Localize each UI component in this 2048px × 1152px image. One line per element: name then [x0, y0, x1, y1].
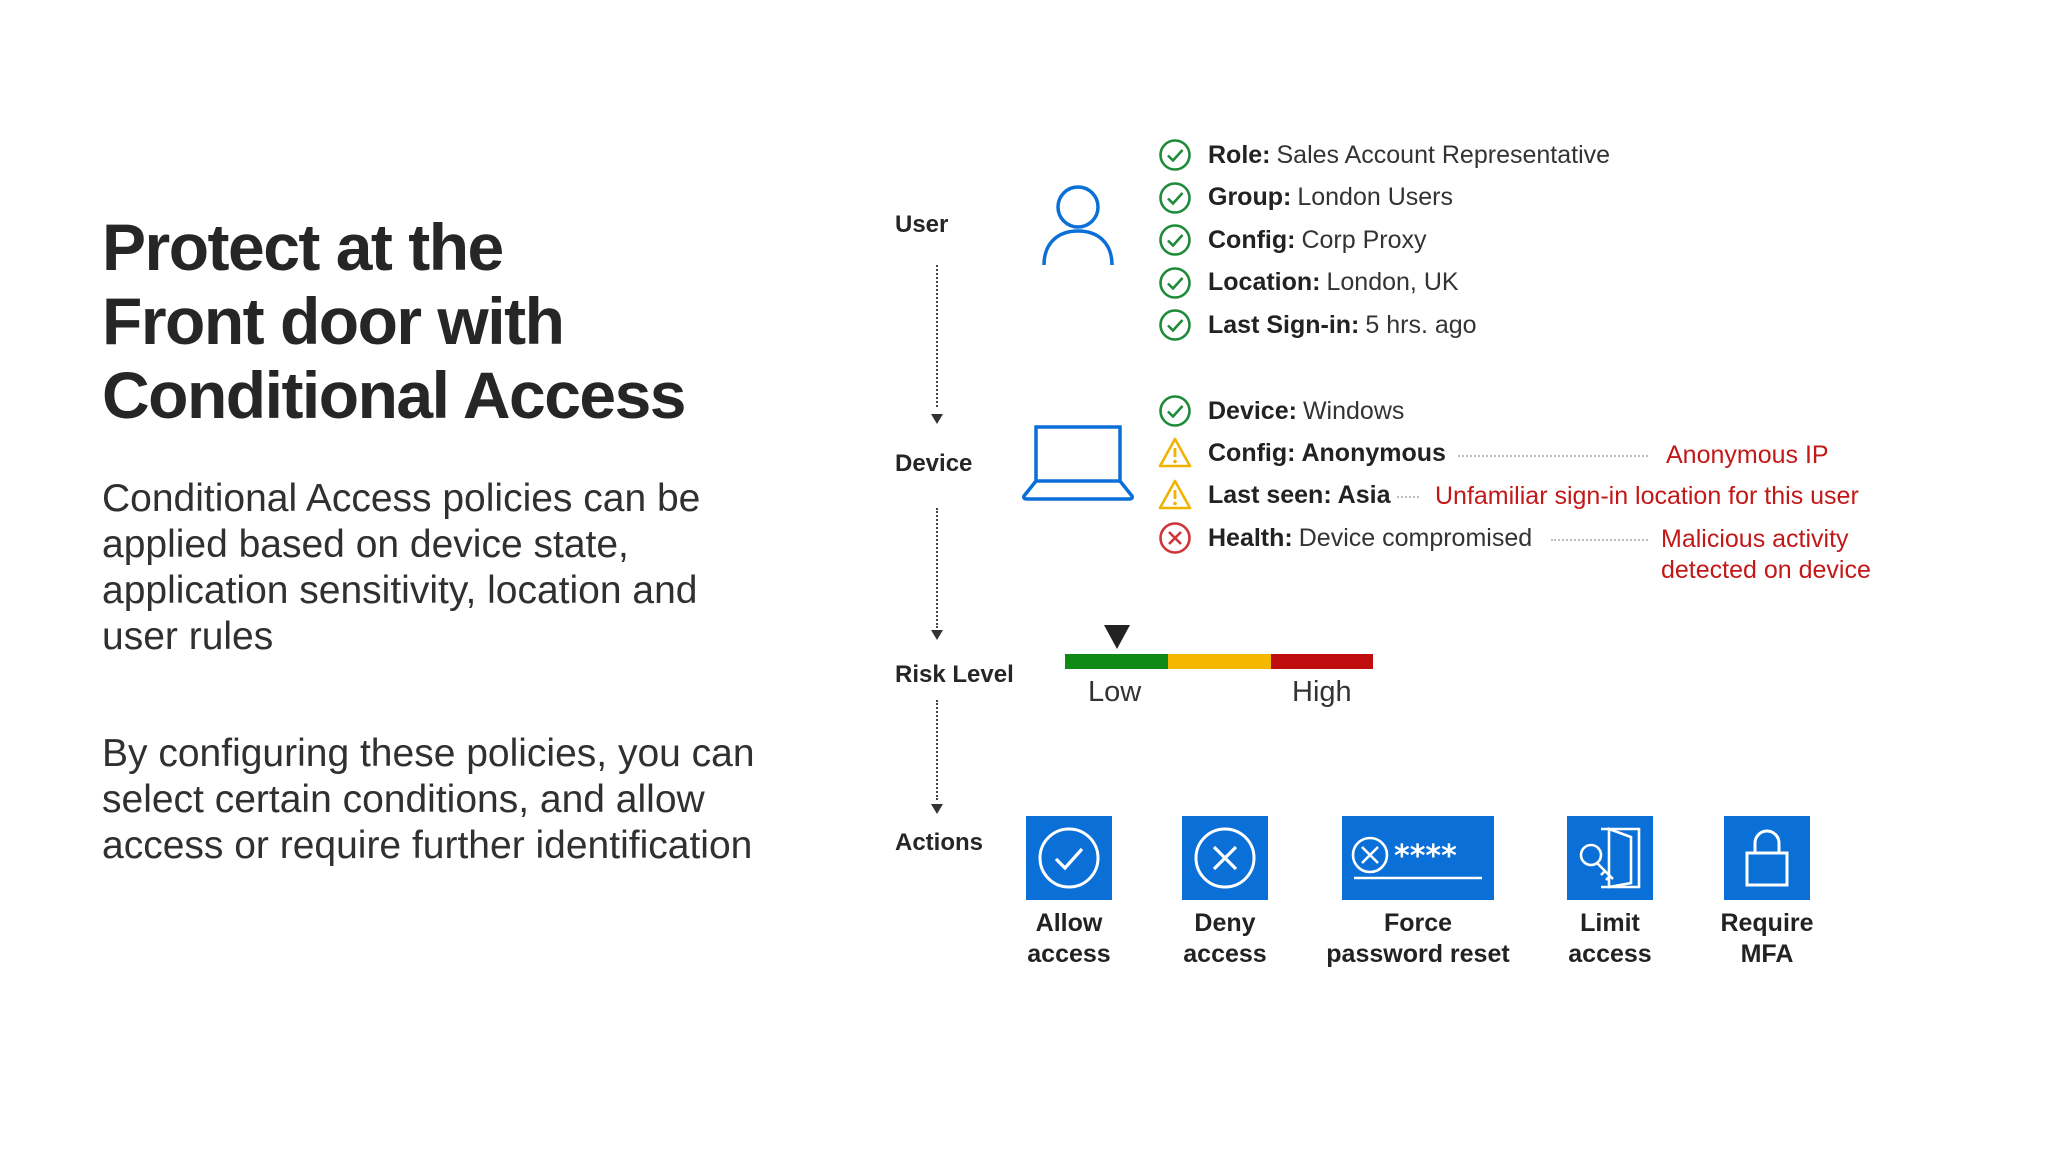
action-require-mfa[interactable]: Require MFA: [1682, 816, 1852, 970]
risk-marker-triangle-icon: [1104, 625, 1131, 649]
dotted-leader: [1458, 455, 1648, 457]
user-check-location: Location: London, UK: [1158, 263, 1610, 303]
flow-connector-user-device: [936, 265, 938, 407]
check-circle-icon: [1159, 139, 1191, 171]
laptop-icon: [1022, 425, 1134, 501]
check-circle-icon: [1159, 395, 1191, 427]
user-checks-list: Role: Sales Account Representative Group…: [1158, 135, 1610, 345]
arrow-down-icon: [931, 804, 943, 814]
flow-connector-risk-actions: [936, 700, 938, 800]
x-circle-icon: [1194, 827, 1256, 889]
title-line-3: Conditional Access: [102, 358, 687, 432]
dotted-leader: [1551, 539, 1648, 541]
action-allow-access-tile[interactable]: [1026, 816, 1112, 900]
action-allow-access[interactable]: Allow access: [984, 816, 1154, 970]
description-paragraph-1: Conditional Access policies can be appli…: [102, 477, 701, 658]
user-check-role: Role: Sales Account Representative: [1158, 135, 1610, 175]
note-anonymous-ip: Anonymous IP: [1666, 441, 1829, 469]
check-circle-icon: [1159, 181, 1191, 214]
limited-access-icon: [1579, 827, 1641, 889]
stage-label-actions: Actions: [895, 829, 984, 856]
device-check-health: Health: Device compromised: [1158, 518, 1532, 558]
risk-scale-low-label: Low: [1088, 676, 1142, 708]
slide-title: Protect at the Front door with Condition…: [102, 210, 742, 432]
password-reset-icon: ****: [1351, 836, 1482, 880]
title-line-1: Protect at the: [102, 210, 504, 284]
error-circle-icon: [1159, 522, 1191, 554]
warning-icon: [1158, 479, 1192, 510]
dotted-leader: [1397, 496, 1419, 498]
user-icon: [1042, 185, 1114, 266]
flow-connector-device-risk: [936, 508, 938, 628]
action-force-password-reset[interactable]: **** Force password reset: [1303, 816, 1533, 970]
action-require-mfa-tile[interactable]: [1724, 816, 1810, 900]
risk-scale-high-label: High: [1292, 676, 1352, 708]
check-circle-icon: [1159, 224, 1191, 256]
user-check-group: Group: London Users: [1158, 178, 1610, 218]
action-limit-access-tile[interactable]: [1567, 816, 1653, 900]
device-check-os: Device: Windows: [1158, 391, 1404, 431]
check-circle-icon: [1159, 266, 1191, 299]
action-force-password-reset-tile[interactable]: ****: [1342, 816, 1494, 900]
arrow-down-icon: [931, 414, 943, 424]
stage-label-risk: Risk Level: [895, 661, 1014, 688]
risk-bar-low-segment: [1065, 654, 1168, 669]
lock-icon: [1745, 829, 1789, 887]
description-paragraph-2: By configuring these policies, you can s…: [102, 732, 755, 867]
stage-label-device: Device: [895, 450, 973, 477]
note-malicious-activity: Malicious activity detected on device: [1661, 525, 1871, 584]
user-check-last-signin: Last Sign-in: 5 hrs. ago: [1158, 305, 1610, 345]
svg-text:****: ****: [1394, 839, 1457, 874]
risk-bar-medium-segment: [1168, 654, 1271, 669]
device-check-last-seen: Last seen: Asia: [1158, 475, 1396, 515]
title-line-2: Front door with: [102, 284, 565, 358]
user-check-config: Config: Corp Proxy: [1158, 220, 1610, 260]
action-limit-access[interactable]: Limit access: [1525, 816, 1695, 970]
warning-icon: [1158, 437, 1192, 468]
stage-label-user: User: [895, 211, 949, 238]
check-circle-icon: [1159, 309, 1191, 341]
arrow-down-icon: [931, 630, 943, 640]
check-circle-icon: [1038, 827, 1100, 889]
risk-bar-high-segment: [1271, 654, 1373, 669]
device-check-config: Config: Anonymous: [1158, 433, 1452, 473]
action-deny-access-tile[interactable]: [1182, 816, 1268, 900]
note-unfamiliar-location: Unfamiliar sign-in location for this use…: [1435, 482, 1859, 510]
action-deny-access[interactable]: Deny access: [1140, 816, 1310, 970]
